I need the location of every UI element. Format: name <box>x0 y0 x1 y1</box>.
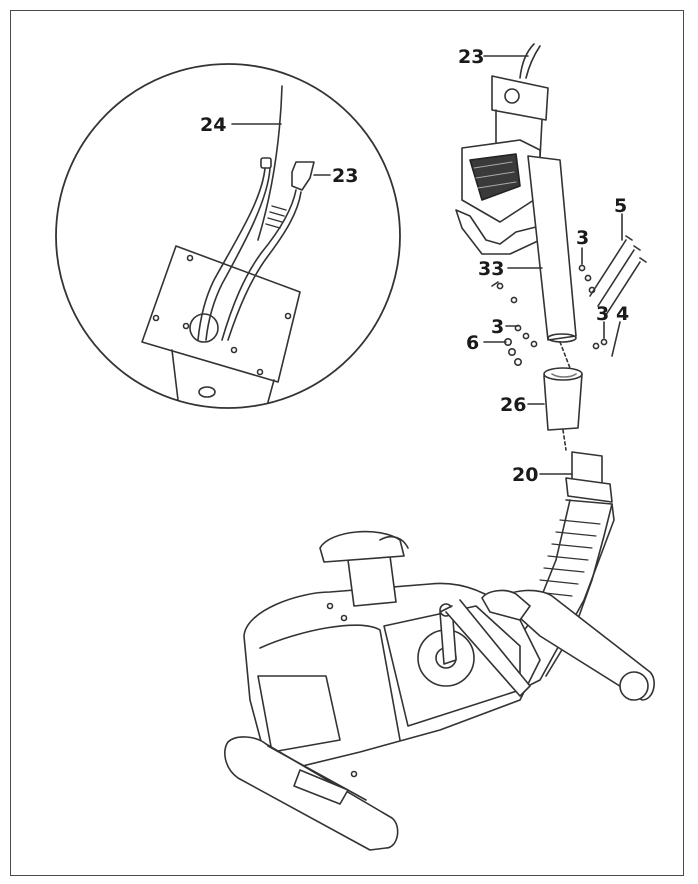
label-tube-33: 33 <box>478 258 504 280</box>
bolt-5 <box>589 213 647 319</box>
bike-frame <box>224 451 655 851</box>
upright-column <box>455 43 577 369</box>
cover-26 <box>527 367 583 451</box>
crank-arm <box>439 605 457 665</box>
front-stabilizer <box>499 589 655 701</box>
hardware-set <box>483 213 647 366</box>
label-bolt-4: 4 <box>616 303 629 325</box>
diagram-frame <box>10 10 684 876</box>
label-base-tube-20: 20 <box>512 464 538 486</box>
label-washer-3-left: 3 <box>491 316 504 338</box>
detail-circle <box>55 63 401 409</box>
top-cable-23 <box>519 43 541 79</box>
detail-connector-23 <box>291 161 315 191</box>
label-detail-24: 24 <box>200 114 226 136</box>
bolt-4 <box>611 321 621 357</box>
label-detail-23: 23 <box>332 165 358 187</box>
console-grip-pad <box>469 153 521 201</box>
detail-plate-hole <box>189 313 219 343</box>
label-washer-3-right: 3 <box>596 303 609 325</box>
detail-cable-pair-left <box>197 167 266 341</box>
label-washer-3-upper: 3 <box>576 227 589 249</box>
top-mounting-plate <box>491 75 549 121</box>
detail-cable-24 <box>257 85 283 241</box>
side-panel <box>257 675 341 753</box>
label-bolt-5: 5 <box>614 195 627 217</box>
callout-labels: 24 23 23 5 3 33 3 6 3 4 26 20 <box>200 46 629 486</box>
detail-cable-23 <box>221 189 297 341</box>
label-cover-26: 26 <box>500 394 526 416</box>
label-top-23: 23 <box>458 46 484 68</box>
tube-33 <box>527 155 577 341</box>
label-nut-6: 6 <box>466 332 479 354</box>
detail-mounting-plate <box>141 245 301 383</box>
seat-post <box>347 555 397 607</box>
